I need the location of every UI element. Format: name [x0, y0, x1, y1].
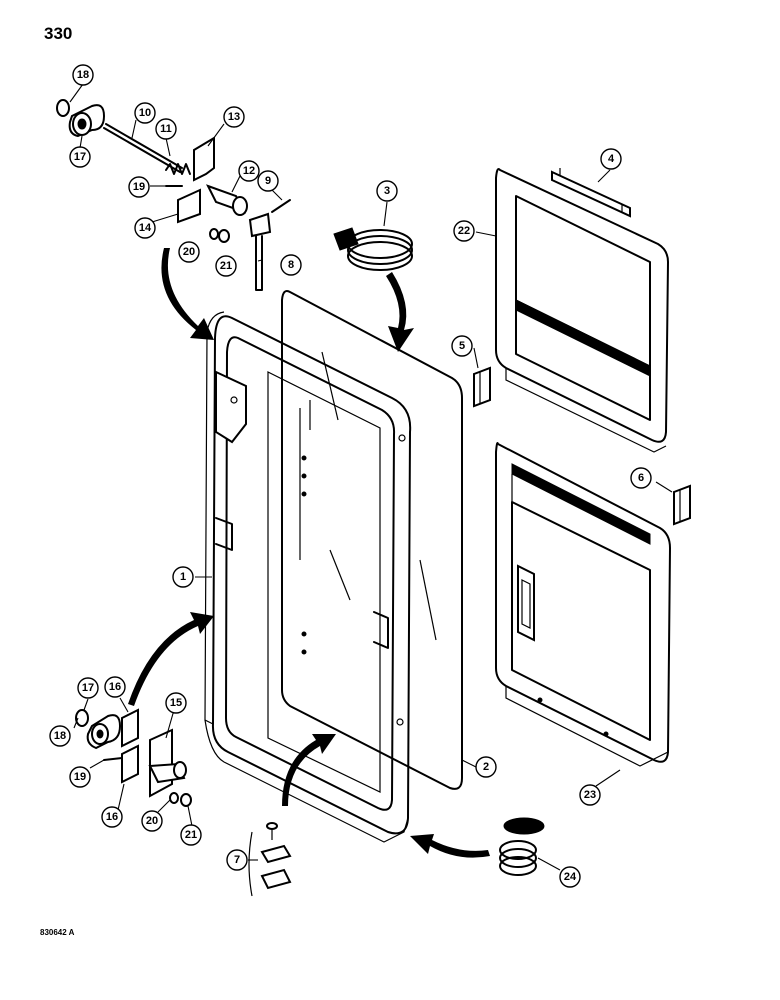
page-number: 330 [44, 24, 73, 43]
callout-22: 22 [453, 220, 475, 242]
glass-panel [281, 290, 463, 790]
lower-window-frame [495, 442, 671, 767]
svg-text:8: 8 [288, 259, 294, 271]
callout-13: 13 [223, 106, 245, 128]
svg-text:10: 10 [139, 107, 151, 119]
callout-11: 11 [155, 118, 177, 140]
svg-text:19: 19 [133, 181, 145, 193]
svg-text:16: 16 [109, 681, 121, 693]
svg-text:3: 3 [384, 185, 390, 197]
callout-20: 20 [178, 241, 200, 263]
assembly-arrows [128, 248, 490, 858]
figure-code: 830642 A [40, 928, 75, 937]
callout-10: 10 [134, 102, 156, 124]
door-frame [204, 311, 412, 843]
svg-text:17: 17 [74, 151, 86, 163]
bottom-catch [248, 822, 292, 897]
leader-lines [69, 83, 673, 871]
svg-text:21: 21 [220, 260, 232, 272]
svg-text:12: 12 [243, 165, 255, 177]
svg-text:2: 2 [483, 761, 489, 773]
svg-text:6: 6 [638, 472, 644, 484]
svg-text:14: 14 [139, 222, 152, 234]
callout-6: 6 [630, 467, 652, 489]
lower-latch-hardware [75, 708, 192, 807]
svg-text:24: 24 [564, 871, 577, 883]
callout-24: 24 [559, 866, 581, 888]
svg-text:21: 21 [185, 829, 197, 841]
callout-19: 19 [128, 176, 150, 198]
clip-6 [673, 484, 691, 526]
callout-18: 18 [49, 725, 71, 747]
callout-3: 3 [376, 180, 398, 202]
seal-coil-24 [499, 817, 545, 876]
callout-17: 17 [69, 146, 91, 168]
svg-text:23: 23 [584, 789, 596, 801]
clip-5 [473, 366, 491, 408]
upper-window-frame [495, 168, 669, 453]
svg-text:16: 16 [106, 811, 118, 823]
callout-12: 12 [238, 160, 260, 182]
callout-21: 21 [180, 824, 202, 846]
svg-text:4: 4 [608, 153, 615, 165]
svg-text:5: 5 [459, 340, 465, 352]
svg-text:18: 18 [77, 69, 89, 81]
svg-text:20: 20 [183, 246, 195, 258]
callout-2: 2 [475, 756, 497, 778]
callout-21: 21 [215, 255, 237, 277]
callout-7: 7 [226, 849, 248, 871]
callout-20: 20 [141, 810, 163, 832]
callout-15: 15 [165, 692, 187, 714]
callout-16: 16 [101, 806, 123, 828]
svg-text:15: 15 [170, 697, 182, 709]
callout-19: 19 [69, 766, 91, 788]
callout-17: 17 [77, 677, 99, 699]
callout-23: 23 [579, 784, 601, 806]
callout-16: 16 [104, 676, 126, 698]
upper-latch-hardware [56, 99, 291, 291]
callout-5: 5 [451, 335, 473, 357]
callout-8: 8 [280, 254, 302, 276]
svg-text:17: 17 [82, 682, 94, 694]
callouts: 18 17 10 11 13 12 9 19 14 20 21 8 3 4 22… [49, 64, 652, 888]
svg-text:9: 9 [265, 175, 271, 187]
callout-4: 4 [600, 148, 622, 170]
svg-text:1: 1 [180, 571, 186, 583]
callout-18: 18 [72, 64, 94, 86]
callout-14: 14 [134, 217, 156, 239]
svg-text:20: 20 [146, 815, 158, 827]
svg-text:22: 22 [458, 225, 470, 237]
callout-1: 1 [172, 566, 194, 588]
svg-text:7: 7 [234, 854, 240, 866]
svg-text:11: 11 [160, 123, 172, 135]
svg-text:13: 13 [228, 111, 240, 123]
svg-text:19: 19 [74, 771, 86, 783]
svg-text:18: 18 [54, 730, 66, 742]
callout-9: 9 [257, 170, 279, 192]
seal-coil-3 [333, 227, 413, 271]
